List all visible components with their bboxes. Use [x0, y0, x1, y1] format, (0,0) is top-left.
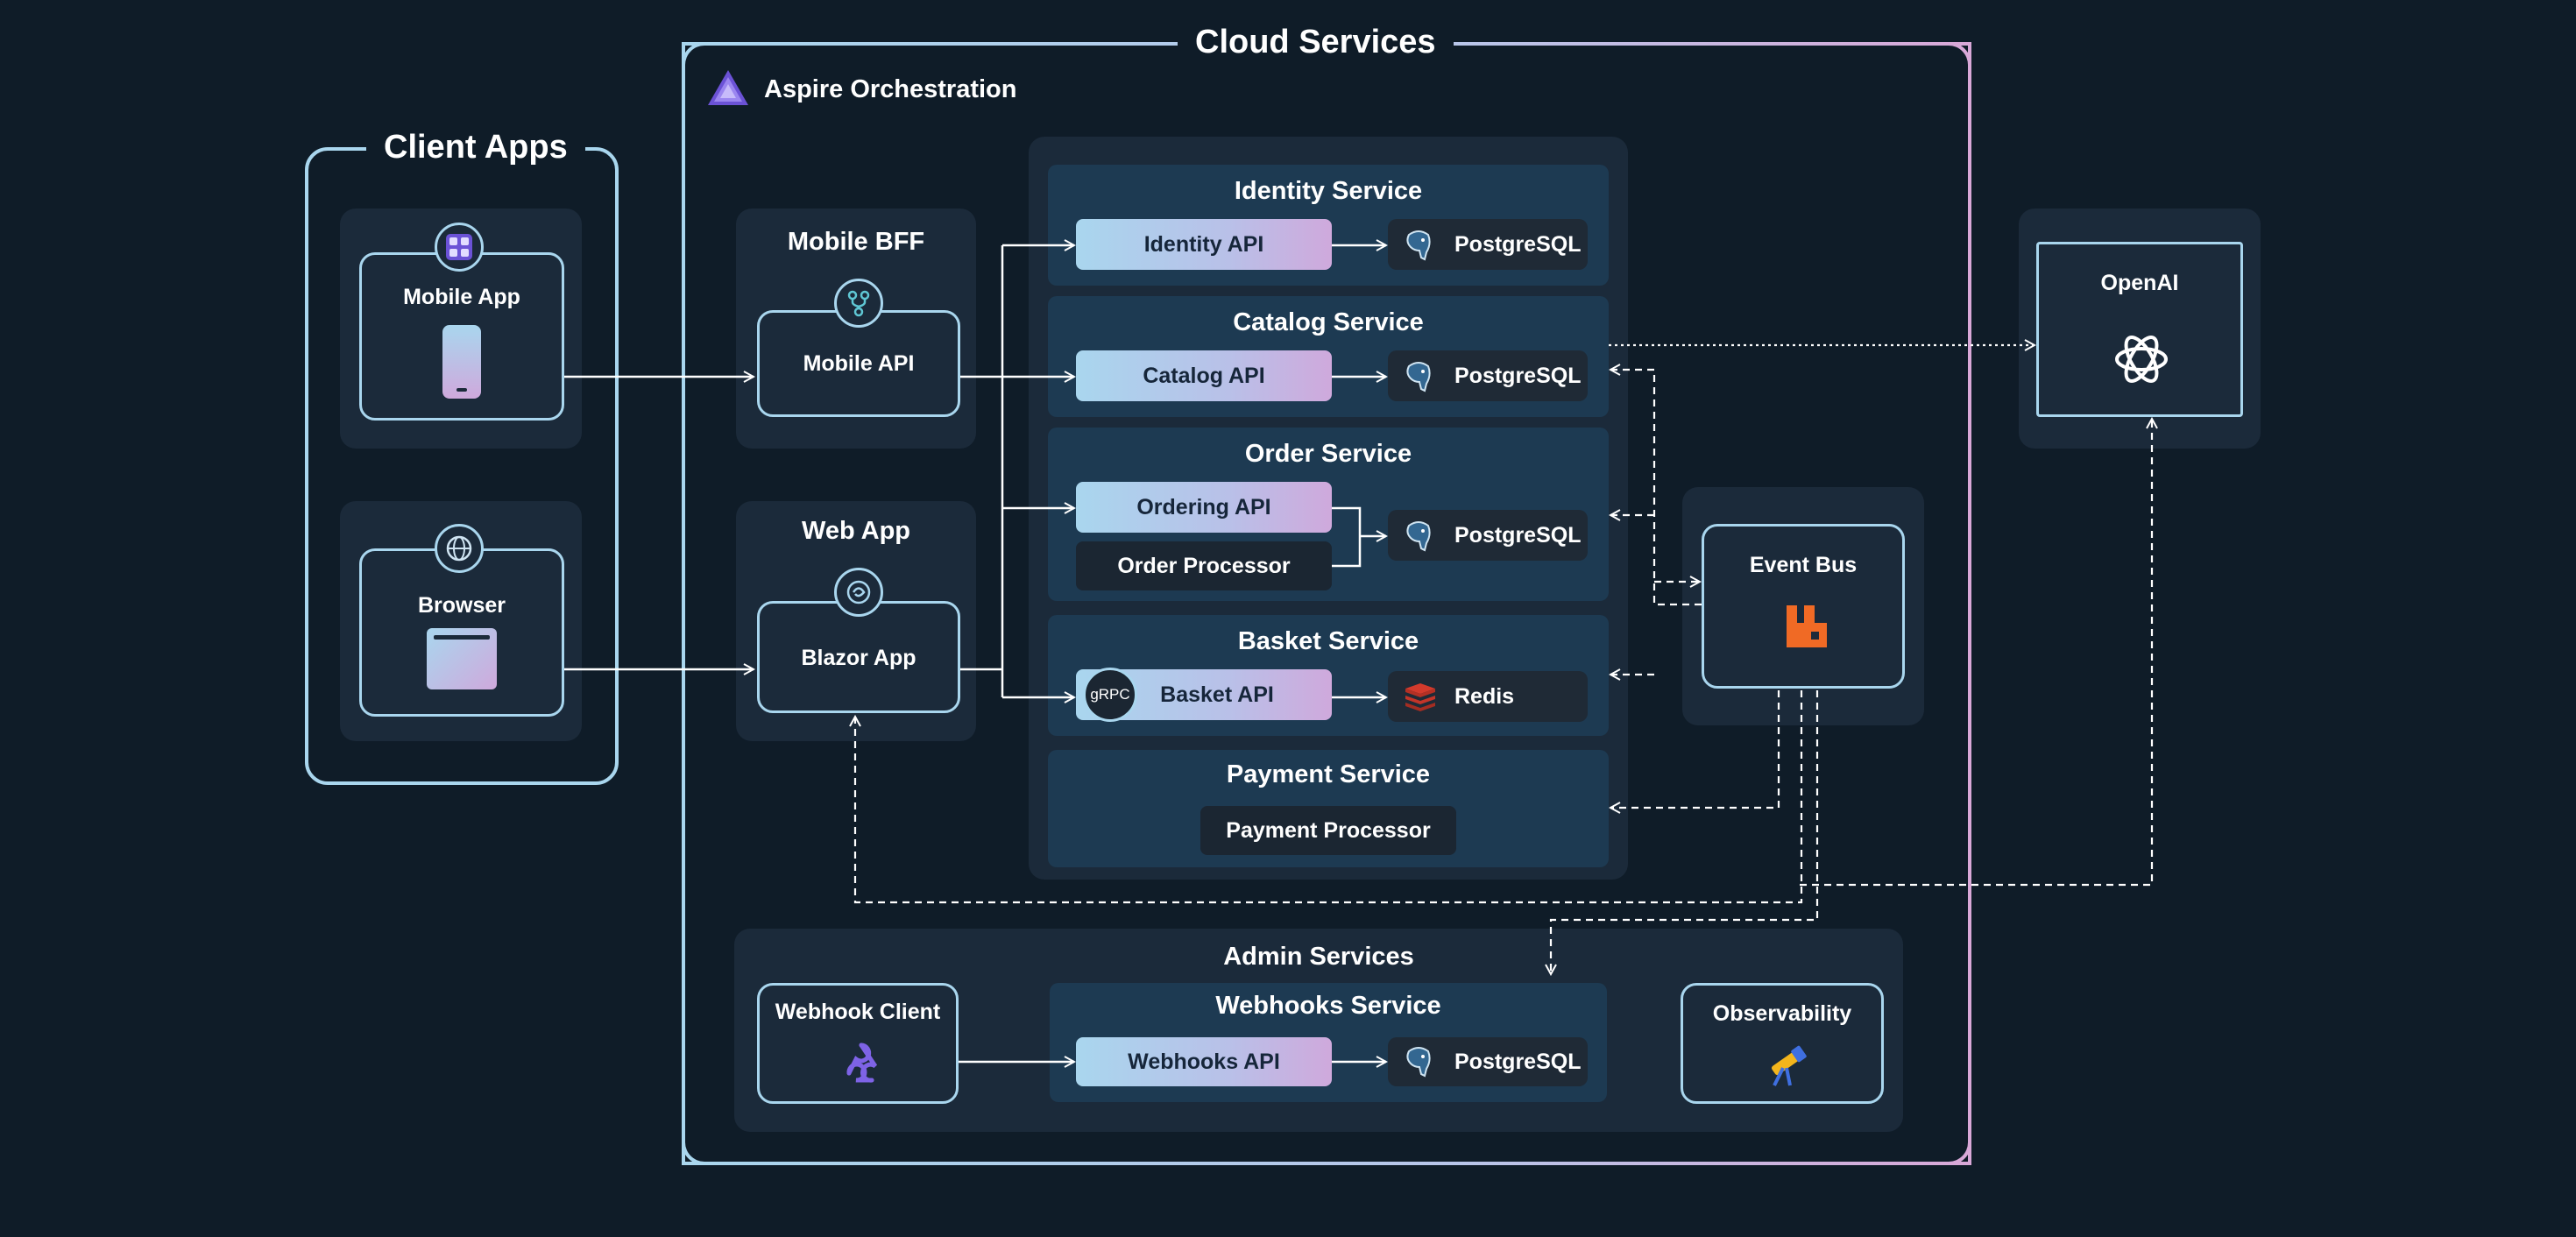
web-app-title: Web App — [801, 517, 911, 545]
postgresql-icon — [1402, 520, 1435, 552]
payment-service-title: Payment Service — [1226, 760, 1431, 788]
globe-icon — [446, 535, 472, 562]
openai-icon — [2111, 329, 2172, 390]
webhooks-service-title: Webhooks Service — [1215, 992, 1441, 1020]
ordering-api[interactable]: Ordering API — [1076, 482, 1332, 533]
catalog-postgresql[interactable]: PostgreSQL — [1388, 350, 1588, 401]
webhooks-postgresql-label: PostgreSQL — [1454, 1049, 1582, 1074]
webhook-icon — [837, 1038, 886, 1087]
order-postgresql[interactable]: PostgreSQL — [1388, 510, 1588, 561]
payment-processor[interactable]: Payment Processor — [1200, 806, 1456, 855]
browser-window-icon — [427, 628, 497, 689]
browser-label: Browser — [417, 593, 506, 618]
telescope-icon — [1762, 1040, 1811, 1089]
openai-node[interactable]: OpenAI — [2036, 242, 2243, 417]
grpc-badge: gRPC — [1083, 668, 1137, 722]
mobile-app-label: Mobile App — [403, 285, 520, 309]
order-service-title: Order Service — [1244, 440, 1412, 468]
postgresql-icon — [1402, 1046, 1435, 1078]
web-app-badge — [834, 568, 883, 617]
event-bus-node[interactable]: Event Bus — [1702, 524, 1905, 689]
client-apps-title: Client Apps — [366, 128, 585, 166]
webhook-client-node[interactable]: Webhook Client — [757, 983, 959, 1104]
observability-node[interactable]: Observability — [1681, 983, 1884, 1104]
browser-node[interactable]: Browser — [359, 548, 564, 717]
fork-icon — [847, 290, 870, 317]
order-processor[interactable]: Order Processor — [1076, 541, 1332, 590]
aspire-logo-icon — [706, 68, 750, 107]
identity-postgresql-label: PostgreSQL — [1454, 231, 1582, 257]
event-bus-label: Event Bus — [1749, 553, 1858, 577]
mobile-api-label: Mobile API — [803, 351, 915, 376]
identity-postgresql[interactable]: PostgreSQL — [1388, 219, 1588, 270]
catalog-api[interactable]: Catalog API — [1076, 350, 1332, 401]
basket-redis-label: Redis — [1454, 683, 1515, 709]
blazor-app-node[interactable]: Blazor App — [757, 601, 960, 713]
postgresql-icon — [1402, 230, 1435, 261]
mobile-bff-badge — [834, 279, 883, 328]
catalog-service-title: Catalog Service — [1233, 308, 1424, 336]
basket-service-title: Basket Service — [1237, 627, 1419, 655]
mobile-app-icon — [442, 325, 481, 399]
order-postgresql-label: PostgreSQL — [1454, 522, 1582, 548]
blazor-app-label: Blazor App — [801, 646, 916, 670]
grpc-label: gRPC — [1090, 686, 1130, 703]
mobile-app-node[interactable]: Mobile App — [359, 252, 564, 421]
identity-api[interactable]: Identity API — [1076, 219, 1332, 270]
mobile-grid-icon — [446, 234, 472, 260]
openai-label: OpenAI — [2100, 271, 2179, 295]
mobile-app-badge — [435, 223, 484, 272]
cloud-services-title: Cloud Services — [1178, 23, 1454, 61]
blazor-icon — [846, 580, 871, 604]
browser-badge — [435, 524, 484, 573]
redis-icon — [1404, 682, 1437, 711]
webhook-client-label: Webhook Client — [775, 1000, 941, 1024]
rabbitmq-icon — [1785, 604, 1829, 649]
aspire-orchestration-label: Aspire Orchestration — [764, 75, 1017, 103]
webhooks-api[interactable]: Webhooks API — [1076, 1037, 1332, 1086]
observability-label: Observability — [1712, 1001, 1852, 1026]
postgresql-icon — [1402, 361, 1435, 392]
webhooks-postgresql[interactable]: PostgreSQL — [1388, 1037, 1588, 1086]
identity-service-title: Identity Service — [1234, 177, 1423, 205]
mobile-bff-title: Mobile BFF — [787, 228, 925, 256]
admin-services-title: Admin Services — [1223, 943, 1414, 971]
basket-redis[interactable]: Redis — [1388, 671, 1588, 722]
catalog-postgresql-label: PostgreSQL — [1454, 363, 1582, 388]
